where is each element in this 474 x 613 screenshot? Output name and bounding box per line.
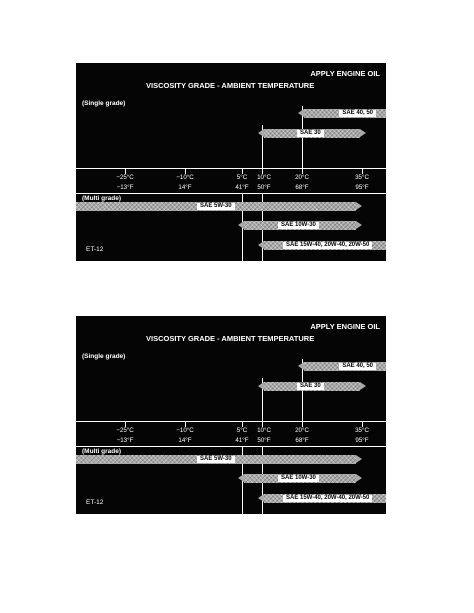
fahrenheit-mark: −13°F (116, 184, 134, 191)
fahrenheit-mark: 95°F (355, 437, 369, 444)
tick-10c (262, 168, 263, 174)
fahrenheit-mark: 68°F (295, 437, 309, 444)
celsius-mark: 5°C (236, 427, 248, 434)
band-sae-5w-30: SAE 5W-30 (76, 202, 362, 211)
sae-5w-30-label: SAE 5W-30 (197, 456, 235, 463)
fahrenheit-mark: 41°F (235, 184, 249, 191)
temperature-axis-line (76, 168, 386, 169)
viscosity-chart-title: VISCOSITY GRADE - AMBIENT TEMPERATURE (146, 81, 315, 90)
celsius-mark: 20°C (295, 174, 309, 181)
celsius-mark: 20°C (295, 427, 309, 434)
sae-10w-30-label: SAE 10W-30 (278, 222, 319, 229)
celsius-mark: 10°C (257, 427, 271, 434)
tick-35c (362, 421, 363, 427)
sae-5w-30-label: SAE 5W-30 (197, 203, 235, 210)
multi-grade-divider (76, 446, 386, 447)
celsius-mark: 5°C (236, 174, 248, 181)
band-sae-15w-40-20w-40-20w-50: SAE 15W-40, 20W-40, 20W-50 (258, 494, 386, 503)
single-grade-label: (Single grade) (82, 353, 126, 360)
tick-5c (242, 168, 243, 174)
fahrenheit-mark: 50°F (257, 437, 271, 444)
sae-40-50-label: SAE 40, 50 (339, 363, 376, 370)
viscosity-chart-title: VISCOSITY GRADE - AMBIENT TEMPERATURE (146, 334, 315, 343)
multi-grade-divider (76, 193, 386, 194)
temperature-axis-line (76, 421, 386, 422)
fahrenheit-mark: 14°F (178, 184, 192, 191)
tick-minus-25c (125, 421, 126, 427)
fahrenheit-mark: 50°F (257, 184, 271, 191)
figure-bottom: APPLY ENGINE OIL VISCOSITY GRADE - AMBIE… (76, 316, 386, 514)
fahrenheit-mark: 68°F (295, 184, 309, 191)
band-sae-10w-30: SAE 10W-30 (238, 474, 362, 483)
tick-5c (242, 421, 243, 427)
tick-20c (302, 168, 303, 174)
celsius-mark: 10°C (257, 174, 271, 181)
multi-grade-label: (Multi grade) (82, 195, 121, 202)
band-sae-5w-30: SAE 5W-30 (76, 455, 362, 464)
tick-35c (362, 168, 363, 174)
single-grade-label: (Single grade) (82, 100, 126, 107)
apply-engine-oil-heading: APPLY ENGINE OIL (310, 322, 380, 331)
figure-code: ET-12 (86, 246, 104, 253)
figure-top: APPLY ENGINE OIL VISCOSITY GRADE - AMBIE… (76, 63, 386, 261)
tick-20c (302, 421, 303, 427)
band-sae-30: SAE 30 (258, 129, 366, 138)
fahrenheit-mark: 14°F (178, 437, 192, 444)
band-sae-10w-30: SAE 10W-30 (238, 221, 362, 230)
sae-30-label: SAE 30 (297, 130, 324, 137)
celsius-mark: −10°C (176, 427, 194, 434)
celsius-mark: −25°C (116, 174, 134, 181)
tick-minus-10c (185, 421, 186, 427)
celsius-mark: 35°C (355, 427, 369, 434)
figure-code: ET-12 (86, 499, 104, 506)
sae-10w-30-label: SAE 10W-30 (278, 475, 319, 482)
sae-30-label: SAE 30 (297, 383, 324, 390)
fahrenheit-mark: 41°F (235, 437, 249, 444)
band-sae-30: SAE 30 (258, 382, 366, 391)
band-sae-40-50: SAE 40, 50 (298, 362, 386, 371)
celsius-mark: 35°C (355, 174, 369, 181)
celsius-mark: −25°C (116, 427, 134, 434)
fahrenheit-mark: −13°F (116, 437, 134, 444)
apply-engine-oil-heading: APPLY ENGINE OIL (310, 69, 380, 78)
tick-10c (262, 421, 263, 427)
sae-40-50-label: SAE 40, 50 (339, 110, 376, 117)
celsius-mark: −10°C (176, 174, 194, 181)
ref-line-10c (262, 378, 263, 421)
band-sae-40-50: SAE 40, 50 (298, 109, 386, 118)
tick-minus-25c (125, 168, 126, 174)
tick-minus-10c (185, 168, 186, 174)
sae-15w-20w-label: SAE 15W-40, 20W-40, 20W-50 (283, 242, 373, 249)
band-sae-15w-40-20w-40-20w-50: SAE 15W-40, 20W-40, 20W-50 (258, 241, 386, 250)
fahrenheit-mark: 95°F (355, 184, 369, 191)
sae-15w-20w-label: SAE 15W-40, 20W-40, 20W-50 (283, 495, 373, 502)
ref-line-10c (262, 125, 263, 168)
multi-grade-label: (Multi grade) (82, 448, 121, 455)
